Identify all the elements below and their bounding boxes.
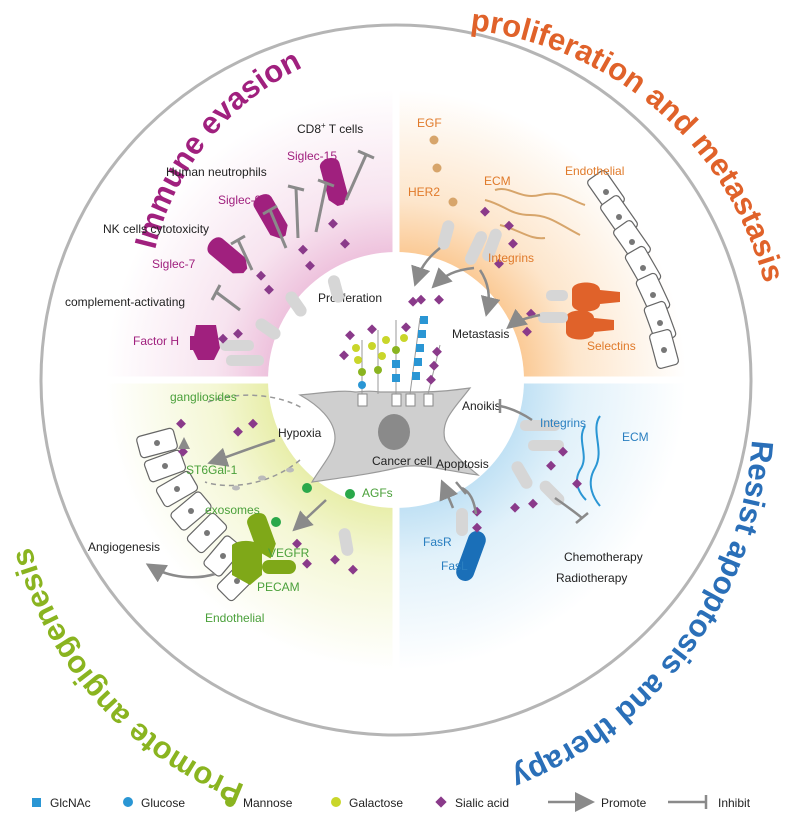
prolif-ecm-label: ECM bbox=[484, 174, 511, 188]
proliferation-label: Proliferation bbox=[318, 291, 382, 305]
anoikis-label: Anoikis bbox=[462, 399, 501, 413]
siglec7-label: Siglec-7 bbox=[152, 257, 196, 271]
nucleus bbox=[378, 414, 410, 450]
legend-inhibit: Inhibit bbox=[718, 796, 751, 810]
angio-elements bbox=[136, 394, 358, 602]
cd8-label: CD8+ T cells bbox=[297, 121, 363, 136]
cancer-cell: Cancer cell bbox=[298, 387, 480, 483]
legend-galactose: Galactose bbox=[349, 796, 403, 810]
resist-elements bbox=[439, 399, 601, 581]
hypoxia-label: Hypoxia bbox=[278, 426, 322, 440]
exosomes-label: exosomes bbox=[205, 503, 260, 517]
selectins-label: Selectins bbox=[587, 339, 636, 353]
neutrophils-label: Human neutrophils bbox=[166, 165, 267, 179]
resist-ecm-label: ECM bbox=[622, 430, 649, 444]
legend: GlcNAc Glucose Mannose Galactose Sialic … bbox=[32, 792, 751, 812]
resist-integrins-label: Integrins bbox=[540, 416, 586, 430]
fasr-label: FasR bbox=[423, 535, 452, 549]
glcnac-icon bbox=[32, 798, 41, 807]
agfs-label: AGFs bbox=[362, 486, 393, 500]
prolif-endothelial-label: Endothelial bbox=[565, 164, 624, 178]
legend-promote: Promote bbox=[601, 796, 647, 810]
prolif-integrins-label: Integrins bbox=[488, 251, 534, 265]
vegfr-label: VEGFR bbox=[268, 546, 310, 560]
siglec9-label: Siglec-9 bbox=[218, 193, 262, 207]
mannose-icon bbox=[225, 797, 235, 807]
legend-glcnac: GlcNAc bbox=[50, 796, 91, 810]
apoptosis-label: Apoptosis bbox=[436, 457, 489, 471]
metastasis-label: Metastasis bbox=[452, 327, 509, 341]
galactose-icon bbox=[331, 797, 341, 807]
cancer-cell-label: Cancer cell bbox=[372, 454, 432, 468]
prolif-elements bbox=[411, 135, 679, 369]
angiogenesis-label: Angiogenesis bbox=[88, 540, 160, 554]
egf-label: EGF bbox=[417, 116, 442, 130]
legend-glucose: Glucose bbox=[141, 796, 185, 810]
legend-mannose: Mannose bbox=[243, 796, 293, 810]
sialic-icon bbox=[435, 796, 447, 808]
factor-h-label: Factor H bbox=[133, 334, 179, 348]
complement-label: complement-activating bbox=[65, 295, 185, 309]
pecam-label: PECAM bbox=[257, 580, 300, 594]
gangliosides-label: gangliosides bbox=[170, 390, 237, 404]
outer-ring bbox=[39, 23, 753, 737]
glucose-icon bbox=[123, 797, 133, 807]
glycan-chains bbox=[339, 296, 442, 395]
her2-label: HER2 bbox=[408, 185, 440, 199]
immune-receptors bbox=[190, 149, 375, 366]
nk-label: NK cells cytotoxicity bbox=[103, 222, 209, 236]
st6gal-label: ST6Gal-1 bbox=[186, 463, 238, 477]
siglec15-label: Siglec-15 bbox=[287, 149, 337, 163]
radio-label: Radiotherapy bbox=[556, 571, 627, 585]
angio-endothelial-label: Endothelial bbox=[205, 611, 264, 625]
fasl-label: FasL bbox=[441, 559, 468, 573]
legend-sialic: Sialic acid bbox=[455, 796, 509, 810]
chemo-label: Chemotherapy bbox=[564, 550, 643, 564]
